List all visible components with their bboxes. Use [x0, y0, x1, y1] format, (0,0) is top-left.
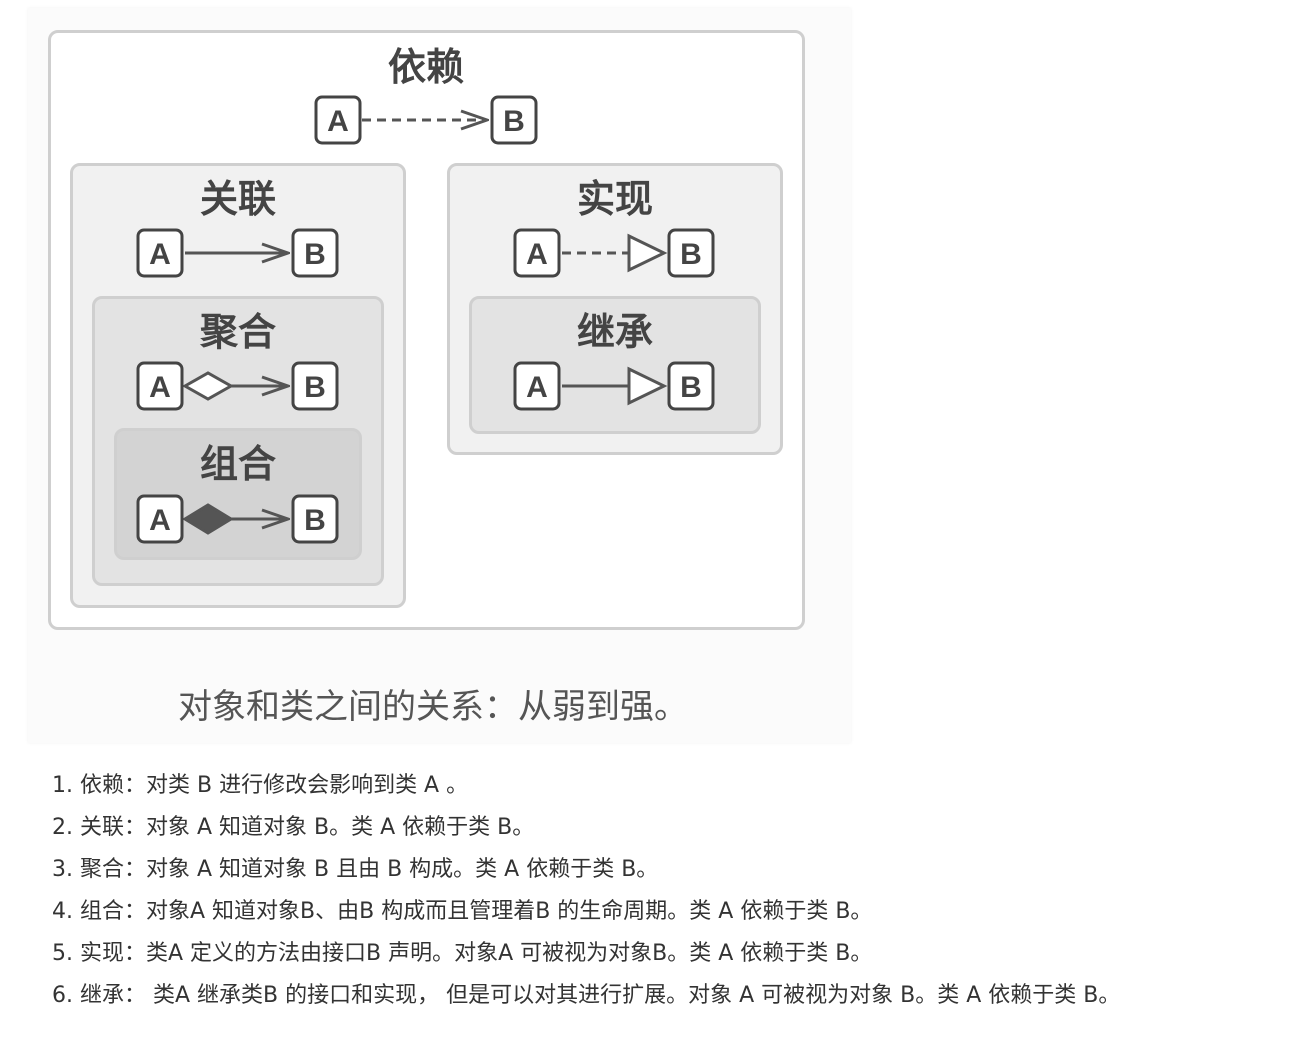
dependency-class-a: A [314, 95, 362, 145]
note-inheritance: 6. 继承： 类A 继承类B 的接口和实现， 但是可以对其进行扩展。对象 A 可… [52, 983, 1121, 1008]
realization-hollow-triangle [627, 233, 668, 273]
association-relation: A B [136, 228, 339, 278]
note-composition: 4. 组合：对象A 知道对象B、由B 构成而且管理着B 的生命周期。类 A 依赖… [52, 899, 873, 924]
realization-class-a-label: A [526, 238, 548, 271]
note-dependency: 1. 依赖：对类 B 进行修改会影响到类 A 。 [52, 773, 469, 798]
aggregation-hollow-diamond [181, 371, 235, 401]
dependency-class-b-label: B [503, 105, 525, 138]
composition-filled-diamond [182, 503, 234, 535]
note-association: 2. 关联：对象 A 知道对象 B。类 A 依赖于类 B。 [52, 815, 535, 840]
dependency-relation: A B [314, 95, 538, 145]
aggregation-class-a: A [136, 361, 184, 411]
aggregation-title: 聚合 [199, 310, 276, 354]
inheritance-title: 继承 [576, 310, 653, 354]
association-class-a: A [136, 228, 184, 278]
inheritance-class-a: A [513, 361, 561, 411]
aggregation-relation: A B [136, 361, 339, 411]
association-class-b: B [291, 228, 339, 278]
note-realization: 5. 实现：类A 定义的方法由接口B 声明。对象A 可被视为对象B。类 A 依赖… [52, 941, 873, 966]
composition-class-a: A [136, 494, 184, 544]
realization-relation: A B [513, 228, 715, 278]
dependency-title: 依赖 [387, 45, 464, 89]
realization-title: 实现 [576, 177, 653, 221]
realization-class-b: B [667, 228, 715, 278]
relation-notes-list: 1. 依赖：对类 B 进行修改会影响到类 A 。 2. 关联：对象 A 知道对象… [52, 770, 1120, 1022]
inheritance-class-b-label: B [680, 371, 702, 404]
relation-arrows: A B A B A [136, 95, 715, 544]
note-aggregation: 3. 聚合：对象 A 知道对象 B 且由 B 构成。类 A 依赖于类 B。 [52, 857, 659, 882]
inheritance-class-a-label: A [526, 371, 548, 404]
composition-class-b: B [291, 494, 339, 544]
aggregation-class-b: B [291, 361, 339, 411]
realization-class-b-label: B [680, 238, 702, 271]
association-class-a-label: A [149, 238, 171, 271]
composition-title: 组合 [199, 442, 276, 486]
composition-relation: A B [136, 494, 339, 544]
aggregation-class-b-label: B [304, 371, 326, 404]
inheritance-class-b: B [667, 361, 715, 411]
relations-diagram: 依赖 关联 聚合 组合 实现 继承 A B [28, 8, 851, 743]
composition-class-a-label: A [149, 504, 171, 537]
association-class-b-label: B [304, 238, 326, 271]
diagram-caption: 对象和类之间的关系：从弱到强。 [178, 687, 688, 727]
aggregation-class-a-label: A [149, 371, 171, 404]
inheritance-relation: A B [513, 361, 715, 411]
composition-class-b-label: B [304, 504, 326, 537]
association-title: 关联 [199, 177, 276, 221]
dependency-class-b: B [490, 95, 538, 145]
inheritance-hollow-triangle [627, 366, 668, 406]
realization-class-a: A [513, 228, 561, 278]
dependency-class-a-label: A [327, 105, 349, 138]
